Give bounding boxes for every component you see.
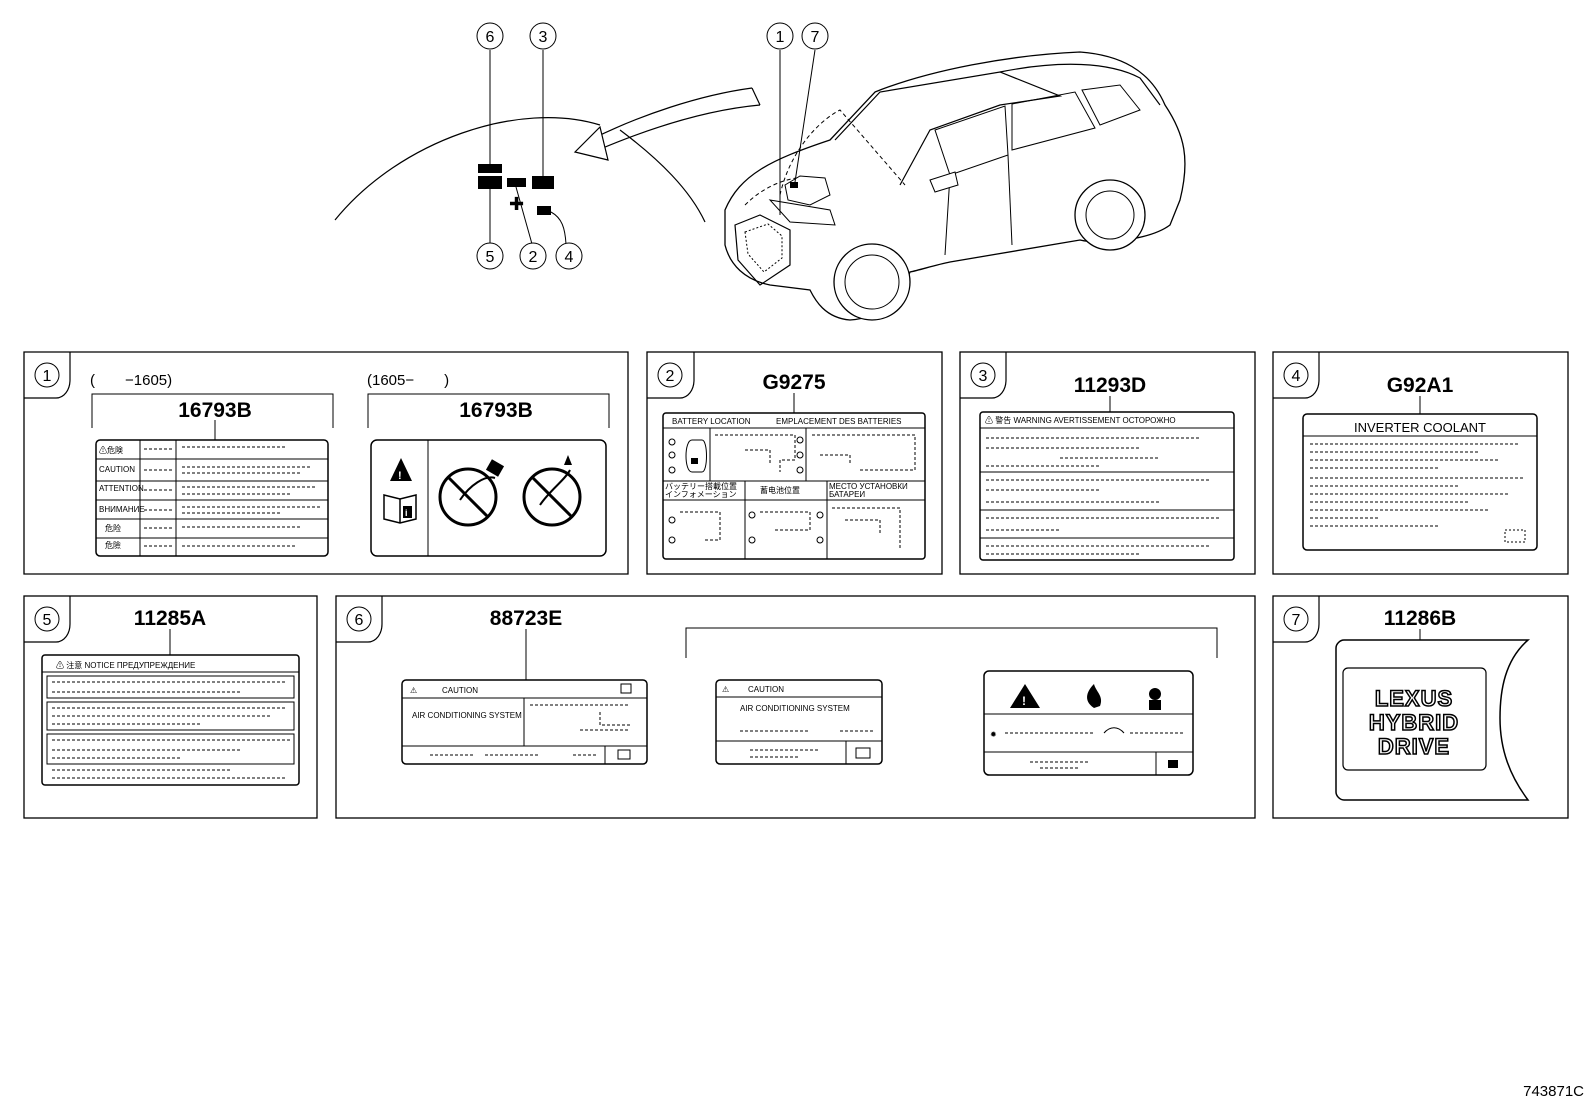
emblem-drive: DRIVE — [1378, 734, 1450, 759]
label-88723E-b — [715, 679, 883, 765]
callout-3: 3 — [529, 22, 557, 50]
svg-text:INVERTER COOLANT: INVERTER COOLANT — [1354, 420, 1486, 435]
panel-2: 2 G9275 BATTERY LOCATION EMPLACEMENT DES… — [646, 351, 943, 575]
panel-1-number: 1 — [43, 368, 52, 385]
read-manual-icon — [1149, 688, 1161, 700]
date-range-left: ( −1605) — [90, 372, 172, 389]
svg-text:⚠ 警告 WARNING AVERTISSEMENT: ⚠ 警告 WARNING AVERTISSEMENT ОСТОРОЖНО — [985, 415, 1176, 425]
emblem-lexus: LEXUS — [1375, 686, 1453, 711]
svg-text:6: 6 — [486, 29, 495, 46]
svg-text:バッテリー搭載位置: バッテリー搭載位置 — [665, 481, 737, 491]
svg-text:5: 5 — [486, 249, 495, 266]
plus-icon: ✚ — [509, 194, 524, 214]
svg-text:CAUTION: CAUTION — [748, 685, 784, 694]
panel-6: 6 88723E ⚠ CAUTION AIR CONDITIONING SYST… — [335, 595, 1256, 819]
part-number-11293D: 11293D — [1074, 374, 1146, 397]
panel-1: 1 ( −1605) (1605− ) 16793B 16793B ⚠危険 CA… — [23, 351, 629, 575]
svg-text:БАТАРЕИ: БАТАРЕИ — [829, 490, 865, 499]
svg-text:危險: 危險 — [105, 540, 121, 550]
svg-text:2: 2 — [666, 368, 675, 385]
part-number-88723E: 88723E — [490, 607, 562, 630]
panel-7: 7 11286B LEXUS HYBRID DRIVE — [1272, 595, 1569, 819]
hybrid-emblem — [1335, 639, 1531, 801]
no-touch-icon — [438, 459, 505, 527]
svg-text:AIR CONDITIONING SYSTEM: AIR CONDITIONING SYSTEM — [412, 711, 522, 720]
reference-code: 743871C — [1523, 1083, 1584, 1099]
callout-1-top: 1 — [766, 22, 794, 50]
label-G9275 — [662, 412, 926, 560]
part-number-G92A1: G92A1 — [1387, 374, 1454, 397]
svg-text:CAUTION: CAUTION — [442, 686, 478, 695]
callout-7-top: 7 — [801, 22, 829, 50]
flammable-icon — [1087, 684, 1102, 708]
svg-text:3: 3 — [979, 368, 988, 385]
svg-text:7: 7 — [811, 29, 820, 46]
svg-text:ATTENTION: ATTENTION — [99, 484, 144, 493]
warning-triangle-icon — [1010, 684, 1040, 708]
svg-text:4: 4 — [1292, 368, 1301, 385]
svg-text:i: i — [405, 508, 408, 518]
label-11293D — [979, 411, 1235, 561]
part-number-11285A: 11285A — [134, 607, 206, 630]
svg-text:CAUTION: CAUTION — [99, 465, 135, 474]
svg-text:4: 4 — [565, 249, 574, 266]
part-number-16793B-right: 16793B — [459, 399, 533, 422]
callout-6: 6 — [476, 22, 504, 50]
svg-text:AIR CONDITIONING SYSTEM: AIR CONDITIONING SYSTEM — [740, 704, 850, 713]
callout-2: 2 — [519, 242, 547, 270]
panel-5: 5 11285A ⚠ 注意 NOTICE ПРЕДУПРЕЖДЕНИЕ — [23, 595, 318, 819]
date-range-right: (1605− ) — [367, 372, 449, 389]
svg-text:!: ! — [398, 470, 402, 482]
svg-text:BATTERY LOCATION: BATTERY LOCATION — [672, 417, 751, 426]
svg-text:2: 2 — [529, 249, 538, 266]
svg-text:ВНИМАНИЕ: ВНИМАНИЕ — [99, 505, 145, 514]
svg-text:6: 6 — [355, 612, 364, 629]
car-top-view-icon — [685, 439, 707, 473]
svg-text:!: ! — [1022, 694, 1026, 708]
warning-triangle-icon — [390, 458, 412, 481]
svg-text:⚠: ⚠ — [722, 685, 729, 694]
svg-text:インフォメーション: インフォメーション — [665, 490, 737, 499]
svg-text:危险: 危险 — [105, 523, 121, 533]
svg-text:7: 7 — [1292, 612, 1301, 629]
sun-icon: ✹ — [990, 730, 997, 739]
panel-3: 3 11293D ⚠ 警告 WARNING AVERTISSEMENT ОСТО… — [959, 351, 1256, 575]
svg-text:蓄电池位置: 蓄电池位置 — [760, 485, 800, 495]
callout-4: 4 — [555, 242, 583, 270]
label-G92A1 — [1302, 413, 1538, 551]
svg-text:⚠ 注意 NOTICE ПРЕДУПРЕЖДЕНИЕ: ⚠ 注意 NOTICE ПРЕДУПРЕЖДЕНИЕ — [56, 660, 195, 670]
svg-text:5: 5 — [43, 612, 52, 629]
svg-text:1: 1 — [776, 29, 785, 46]
svg-text:⚠危険: ⚠危険 — [99, 445, 123, 455]
label-16793B-old — [95, 439, 329, 557]
caution-triangle-icon: ⚠ — [410, 686, 417, 695]
svg-text:EMPLACEMENT DES BATTERIES: EMPLACEMENT DES BATTERIES — [776, 417, 902, 426]
part-number-11286B: 11286B — [1384, 607, 1456, 630]
emblem-hybrid: HYBRID — [1369, 710, 1459, 735]
label-88723E-c — [983, 670, 1194, 776]
svg-text:МЕСТО УСТАНОВКИ: МЕСТО УСТАНОВКИ — [829, 482, 908, 491]
callout-5: 5 — [476, 242, 504, 270]
no-water-icon — [522, 455, 582, 527]
part-number-G9275: G9275 — [762, 371, 825, 394]
panel-4: 4 G92A1 INVERTER COOLANT — [1272, 351, 1569, 575]
svg-text:3: 3 — [539, 29, 548, 46]
part-number-16793B-left: 16793B — [178, 399, 252, 422]
label-11285A — [41, 654, 300, 786]
vehicle-illustration: ✚ — [334, 49, 1186, 321]
